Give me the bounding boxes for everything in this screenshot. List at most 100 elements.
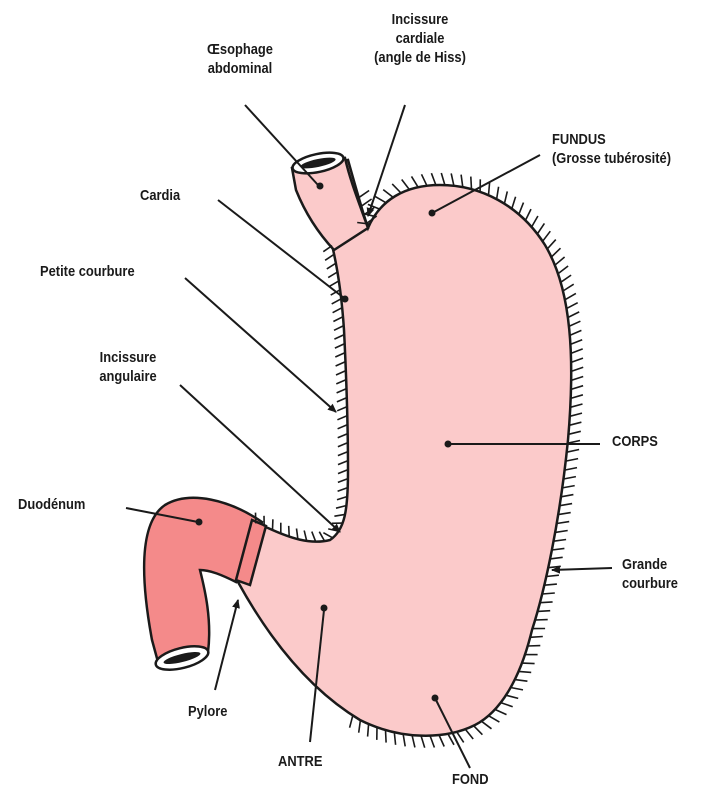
hatch-mark: [335, 344, 345, 349]
leader-pylore: [215, 600, 238, 690]
label-oesophage-line2: abdominal: [197, 59, 283, 78]
hatch-mark: [542, 593, 555, 594]
hatch-mark: [567, 450, 579, 453]
hatch-mark: [489, 716, 500, 722]
hatch-mark: [538, 611, 551, 612]
hatch-mark: [558, 513, 571, 515]
dot-fundus: [429, 210, 436, 217]
hatch-mark: [334, 326, 344, 331]
label-fundus-line1: FUNDUS: [552, 130, 671, 149]
hatch-mark: [289, 526, 290, 537]
label-fundus-line2: (Grosse tubérosité): [552, 149, 671, 168]
hatch-mark: [561, 275, 571, 282]
hatch-mark: [555, 531, 568, 533]
hatch-mark: [330, 281, 339, 286]
hatch-mark: [359, 720, 361, 733]
hatch-mark: [439, 735, 444, 747]
hatch-mark: [403, 734, 405, 747]
hatch-mark: [560, 504, 573, 506]
hatch-mark: [421, 736, 425, 748]
hatch-mark: [565, 293, 576, 299]
hatch-mark: [337, 407, 347, 411]
hatch-mark: [337, 389, 347, 393]
hatch-mark: [431, 173, 436, 185]
hatch-mark: [522, 663, 535, 664]
hatch-mark: [558, 266, 568, 274]
hatch-mark: [323, 246, 332, 252]
hatch-mark: [402, 180, 410, 190]
leader-petite-courbure: [185, 278, 336, 412]
hatch-mark: [489, 183, 490, 196]
hatch-mark: [557, 522, 570, 524]
stomach-body: [238, 160, 571, 736]
hatch-mark: [375, 196, 386, 202]
hatch-mark: [350, 716, 353, 728]
hatch-mark: [338, 479, 348, 483]
hatch-mark: [544, 584, 557, 585]
hatch-mark: [561, 495, 573, 497]
hatch-mark: [530, 637, 543, 638]
hatch-mark: [335, 353, 345, 357]
hatch-mark: [386, 730, 387, 743]
hatch-mark: [412, 176, 419, 187]
hatch-mark: [441, 173, 445, 185]
leader-grande-courbure: [552, 568, 612, 570]
hatch-mark: [457, 732, 464, 743]
hatch-mark: [368, 724, 369, 737]
hatch-mark: [392, 184, 401, 193]
label-duodenum: Duodénum: [18, 495, 85, 514]
label-antre: ANTRE: [278, 752, 322, 771]
hatch-mark: [471, 177, 472, 190]
hatch-mark: [336, 362, 346, 366]
hatch-mark: [565, 468, 577, 471]
dot-corps: [445, 441, 452, 448]
hatch-mark: [511, 688, 523, 690]
hatch-mark: [570, 330, 582, 335]
hatch-mark: [337, 416, 347, 420]
hatch-mark: [359, 191, 369, 198]
label-fond: FOND: [452, 770, 489, 789]
dot-fond: [432, 695, 439, 702]
hatch-mark: [552, 548, 565, 550]
label-petite-courbure: Petite courbure: [40, 262, 135, 281]
label-grande-courbure-line2: courbure: [622, 574, 678, 593]
hatch-mark: [338, 425, 348, 429]
hatch-mark: [474, 726, 483, 735]
label-grande-courbure-line1: Grande: [622, 555, 678, 574]
hatch-mark: [504, 191, 507, 203]
hatch-mark: [506, 695, 518, 698]
label-oesophage-line1: Œsophage: [197, 40, 283, 59]
hatch-mark: [569, 422, 581, 425]
hatch-mark: [461, 175, 463, 188]
hatch-mark: [543, 231, 551, 241]
hatch-mark: [525, 209, 531, 220]
hatch-mark: [422, 174, 427, 185]
hatch-mark: [312, 532, 316, 542]
hatch-mark: [569, 321, 581, 326]
hatch-mark: [394, 732, 395, 745]
hatch-mark: [337, 497, 347, 500]
hatch-mark: [325, 254, 334, 260]
hatch-mark: [338, 470, 348, 474]
leader-oesophage: [245, 105, 318, 185]
label-incissure-cardiale-line1: Incissure: [364, 10, 476, 29]
label-incissure-cardiale: Incissure cardiale (angle de Hiss): [364, 10, 476, 67]
hatch-mark: [465, 729, 473, 739]
hatch-mark: [570, 413, 582, 416]
hatch-mark: [550, 557, 563, 559]
hatch-mark: [501, 703, 513, 707]
hatch-mark: [497, 187, 499, 200]
hatch-mark: [481, 721, 491, 729]
hatch-mark: [336, 371, 346, 375]
label-fundus: FUNDUS (Grosse tubérosité): [552, 130, 671, 168]
hatch-mark: [540, 602, 553, 603]
label-incissure-angulaire-line1: Incissure: [85, 348, 171, 367]
hatch-mark: [571, 377, 583, 381]
hatch-mark: [547, 240, 556, 249]
hatch-mark: [568, 312, 579, 318]
label-oesophage: Œsophage abdominal: [197, 40, 283, 78]
hatch-mark: [548, 566, 561, 567]
hatch-mark: [333, 317, 343, 322]
hatch-mark: [570, 340, 582, 345]
